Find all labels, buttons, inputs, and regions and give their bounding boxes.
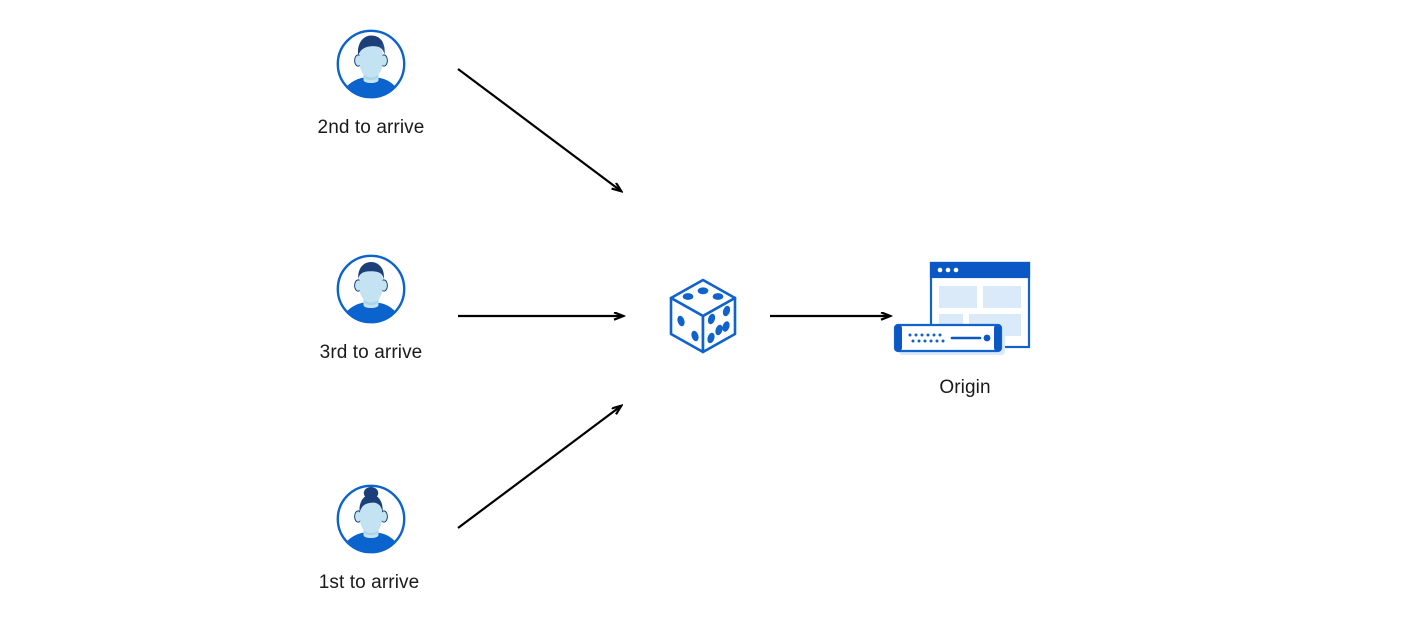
client-label-3rd: 3rd to arrive xyxy=(319,342,423,363)
origin-server-browser-icon xyxy=(890,255,1040,365)
user-avatar-short-hair-icon xyxy=(334,27,408,101)
arrow-2nd-to-dice xyxy=(457,68,621,191)
user-avatar-short-hair-icon xyxy=(334,252,408,326)
origin-label: Origin xyxy=(939,377,991,398)
client-label-1st: 1st to arrive xyxy=(318,572,420,593)
arrow-1st-to-dice xyxy=(457,406,621,529)
client-label-2nd: 2nd to arrive xyxy=(317,117,425,138)
server-device xyxy=(893,323,1005,355)
dice-icon[interactable] xyxy=(655,268,751,364)
user-avatar-bun-hair-icon xyxy=(334,482,408,556)
